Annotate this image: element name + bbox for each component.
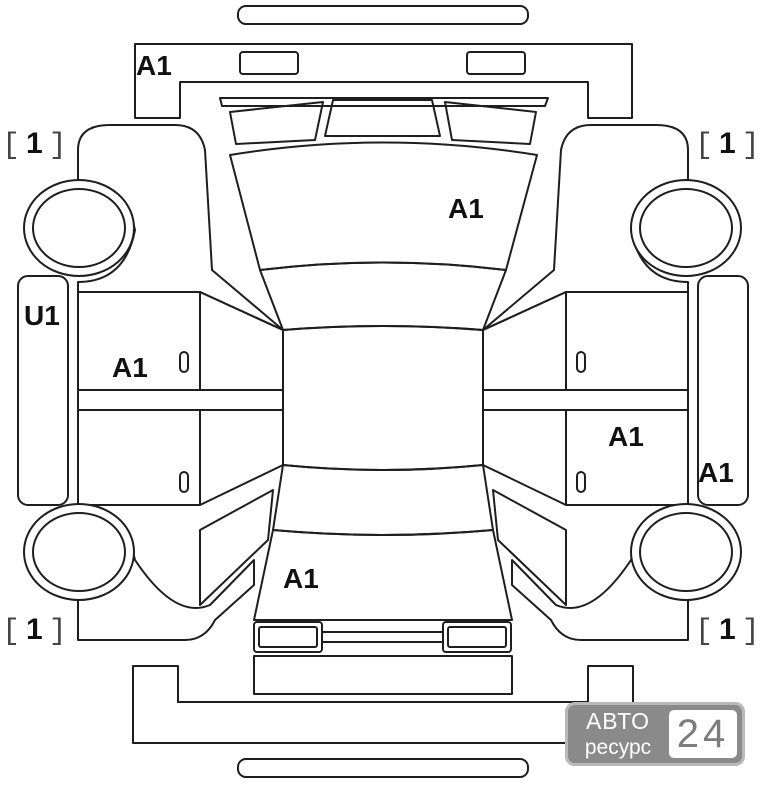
left-front-door[interactable] (77, 291, 284, 391)
trunk[interactable] (253, 529, 513, 621)
label-right-rear-door: A1 (608, 421, 644, 452)
roof[interactable] (282, 325, 484, 471)
tire-front-left-value: 1 (26, 127, 43, 160)
label-trunk: A1 (283, 563, 319, 594)
left-sill[interactable] (17, 275, 69, 506)
right-sill-band[interactable] (482, 389, 689, 411)
logo-line1: АВТО (585, 708, 651, 734)
label-left-front-door: A1 (112, 352, 148, 383)
rear-panel[interactable] (253, 655, 513, 695)
label-front-bumper: A1 (136, 50, 172, 81)
rear-right-light[interactable] (442, 621, 512, 653)
logo-text: АВТО ресурс (573, 708, 663, 760)
hood[interactable] (229, 141, 538, 271)
right-rear-handle[interactable] (576, 471, 586, 493)
rear-window[interactable] (272, 464, 494, 536)
front-bumper[interactable] (134, 43, 633, 119)
front-bumper-strip[interactable] (237, 5, 529, 25)
right-front-door[interactable] (482, 291, 689, 391)
label-right-sill: A1 (698, 457, 734, 488)
front-right-wheel[interactable] (630, 179, 742, 277)
left-headlight[interactable] (229, 101, 324, 145)
front-right-fog-light[interactable] (466, 51, 526, 75)
left-front-handle[interactable] (179, 351, 189, 373)
rear-right-light-inner (447, 626, 507, 648)
rear-bumper[interactable] (132, 665, 634, 744)
rear-left-wheel[interactable] (23, 503, 135, 601)
right-rear-pillar[interactable] (492, 489, 567, 606)
left-sill-band[interactable] (77, 389, 284, 411)
left-rear-door[interactable] (77, 409, 284, 506)
tire-rear-right-code: [1] (695, 613, 760, 649)
tire-rear-right-value: 1 (719, 613, 736, 646)
logo-line2: ресурс (584, 736, 652, 759)
rear-left-light-inner (258, 626, 318, 648)
windshield[interactable] (259, 261, 507, 331)
right-headlight[interactable] (444, 101, 537, 145)
front-left-fog-light[interactable] (239, 51, 299, 75)
label-left-sill: U1 (24, 300, 60, 331)
logo-number: 24 (669, 710, 737, 758)
rear-left-light[interactable] (253, 621, 323, 653)
avtoresurs-logo: АВТО ресурс 24 (565, 702, 745, 766)
left-rear-pillar[interactable] (199, 489, 274, 606)
tire-front-right-code: [1] (695, 127, 760, 163)
label-hood: A1 (448, 193, 484, 224)
grille[interactable] (219, 97, 549, 107)
rear-garnish[interactable] (321, 631, 444, 643)
front-left-wheel[interactable] (23, 179, 135, 277)
tire-rear-left-code: [1] (2, 613, 67, 649)
front-panel[interactable] (324, 99, 441, 137)
right-sill[interactable] (697, 275, 749, 506)
rear-bumper-strip[interactable] (237, 758, 529, 778)
tire-rear-left-value: 1 (26, 613, 43, 646)
left-rear-handle[interactable] (179, 471, 189, 493)
right-rear-door[interactable] (482, 409, 689, 506)
tire-front-left-code: [1] (2, 127, 67, 163)
tire-front-right-value: 1 (719, 127, 736, 160)
rear-right-wheel[interactable] (630, 503, 742, 601)
right-front-handle[interactable] (576, 351, 586, 373)
